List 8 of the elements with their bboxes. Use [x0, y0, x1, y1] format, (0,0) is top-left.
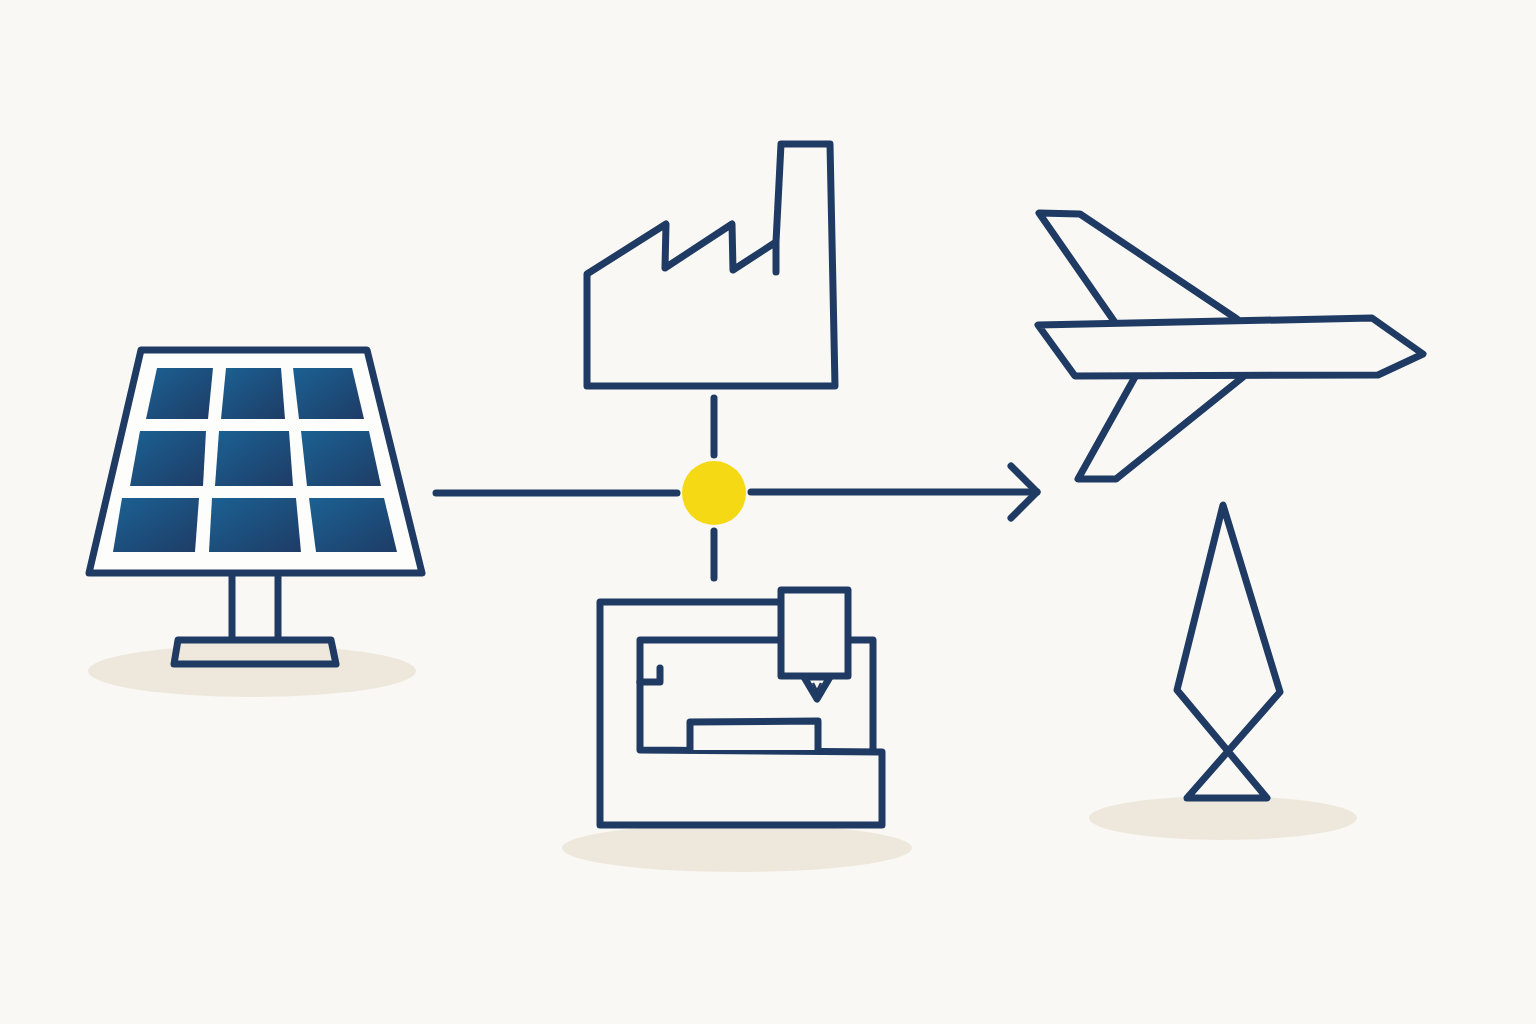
connector-line [710, 394, 718, 459]
3d-printer-illustration [594, 584, 886, 829]
arrow [747, 462, 1041, 522]
airplane-illustration [1032, 207, 1428, 483]
connector-line [432, 489, 681, 497]
junction-dot [682, 461, 746, 525]
connector-line [710, 527, 718, 582]
factory-illustration [581, 138, 840, 392]
